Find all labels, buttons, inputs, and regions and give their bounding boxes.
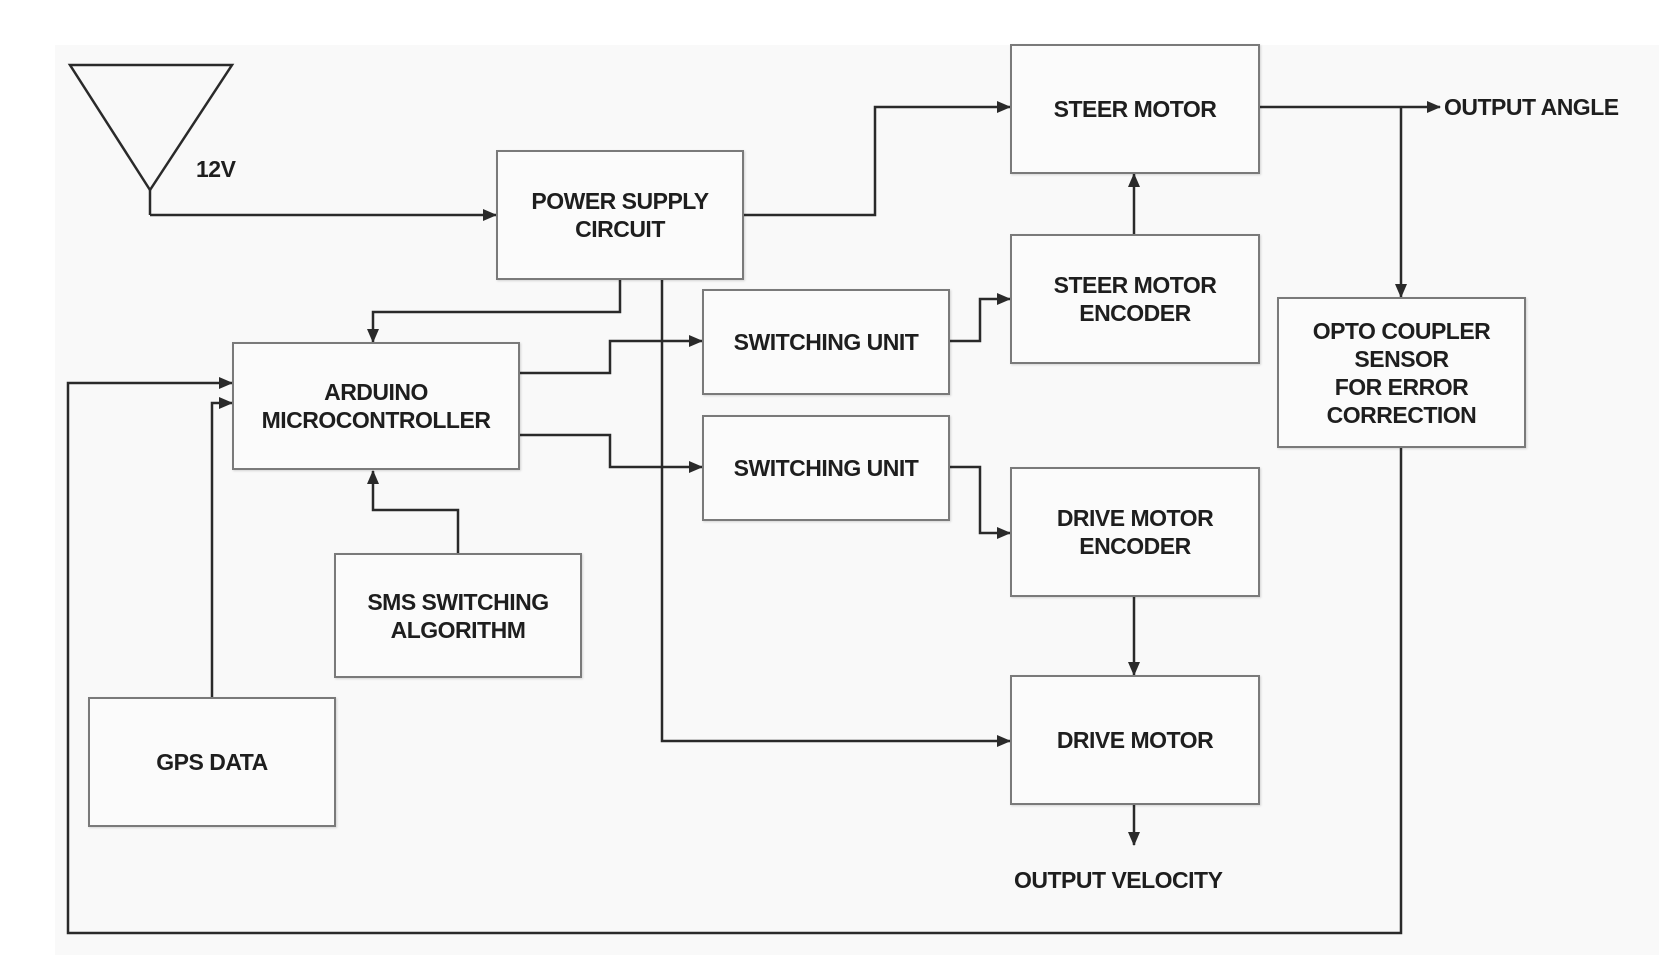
power-supply-block: POWER SUPPLY CIRCUIT	[496, 150, 744, 280]
antenna-icon	[67, 63, 235, 215]
wire-arduino-to-switch-top	[518, 335, 703, 375]
steer-motor-block: STEER MOTOR	[1010, 44, 1260, 174]
wire-power-to-drive-motor	[660, 278, 1011, 747]
wire-arduino-to-switch-bottom	[518, 433, 703, 473]
arduino-block: ARDUINO MICROCONTROLLER	[232, 342, 520, 470]
switching-unit-top-block: SWITCHING UNIT	[702, 289, 950, 395]
opto-coupler-block: OPTO COUPLER SENSOR FOR ERROR CORRECTION	[1277, 297, 1526, 448]
steer-motor-encoder-block: STEER MOTOR ENCODER	[1010, 234, 1260, 364]
switching-unit-bottom-block: SWITCHING UNIT	[702, 415, 950, 521]
wire-power-to-arduino	[367, 278, 622, 343]
gps-data-block: GPS DATA	[88, 697, 336, 827]
output-velocity-label: OUTPUT VELOCITY	[1014, 867, 1223, 893]
drive-motor-block: DRIVE MOTOR	[1010, 675, 1260, 805]
sms-switching-block: SMS SWITCHING ALGORITHM	[334, 553, 582, 678]
wire-gps-to-arduino	[210, 397, 233, 697]
wire-switch-top-to-steer-encoder	[948, 293, 1011, 343]
drive-motor-encoder-block: DRIVE MOTOR ENCODER	[1010, 467, 1260, 597]
voltage-label: 12V	[196, 156, 236, 182]
wire-power-to-steer-motor	[744, 101, 1011, 217]
wire-sms-to-arduino	[367, 470, 460, 553]
wire-switch-bottom-to-drive-encoder	[948, 465, 1011, 539]
output-angle-label: OUTPUT ANGLE	[1444, 94, 1619, 120]
wire-opto-feedback-to-arduino	[66, 377, 1403, 935]
